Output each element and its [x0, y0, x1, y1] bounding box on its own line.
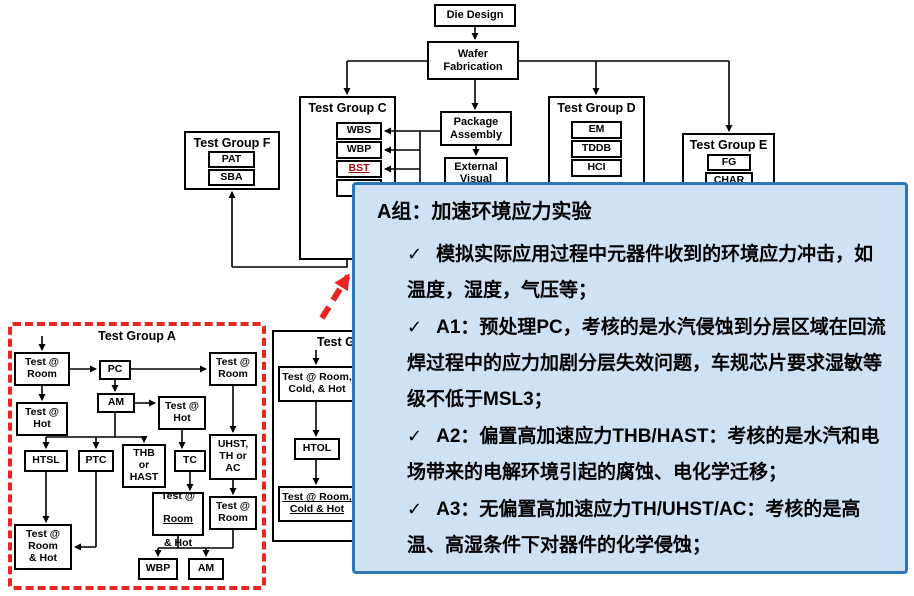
a-wbp: WBP	[138, 558, 178, 580]
a-trh1-line1: Test @	[161, 489, 195, 502]
package-assembly-box: Package Assembly	[440, 111, 512, 146]
a-trh1-line2: Room	[163, 513, 193, 525]
check-icon: ✓	[407, 317, 423, 337]
a-test-room-1: Test @ Room	[14, 352, 70, 386]
b-test-room-cold-hot-2: Test @ Room, Cold & Hot	[278, 486, 356, 522]
a-test-room-2: Test @ Room	[209, 352, 257, 386]
a-am-1: AM	[97, 393, 135, 413]
callout-bullet-2-text: A1：预处理PC，考核的是水汽侵蚀到分层区域在回流焊过程中的应力加剧分层失效问题…	[407, 317, 886, 410]
a-test-hot-1: Test @ Hot	[16, 402, 68, 436]
a-test-hot-2: Test @ Hot	[158, 396, 206, 430]
callout-title: A组：加速环境应力实验	[377, 201, 592, 223]
group-c-item-bst: BST	[336, 160, 382, 178]
a-ptc: PTC	[78, 450, 114, 472]
a-pc: PC	[99, 360, 131, 380]
check-icon: ✓	[407, 244, 423, 264]
group-e-title: Test Group E	[689, 138, 768, 152]
wafer-fabrication-box: Wafer Fabrication	[427, 41, 519, 80]
check-icon: ✓	[407, 426, 423, 446]
group-d-item-tddb: TDDB	[571, 140, 622, 158]
check-icon: ✓	[407, 499, 423, 519]
b-test-room-cold-hot-1: Test @ Room, Cold, & Hot	[278, 366, 356, 402]
group-f-item-sba: SBA	[208, 169, 255, 186]
callout-bullet-1-text: 模拟实际应用过程中元器件收到的环境应力冲击，如温度，湿度，气压等；	[407, 244, 874, 301]
callout-bullet-3: ✓A2：偏置高加速应力THB/HAST：考核的是水汽和电场带来的电解环境引起的腐…	[407, 418, 889, 491]
group-a-title: Test Group A	[98, 329, 176, 343]
group-e-item-fg: FG	[707, 154, 751, 171]
group-c-title: Test Group C	[308, 101, 387, 115]
callout-bullet-list: ✓模拟实际应用过程中元器件收到的环境应力冲击，如温度，湿度，气压等； ✓A1：预…	[377, 236, 889, 564]
group-f-title: Test Group F	[193, 136, 271, 150]
a-htsl: HTSL	[24, 450, 68, 472]
group-f-item-pat: PAT	[208, 151, 255, 168]
a-tc: TC	[174, 450, 206, 472]
callout-bullet-4: ✓A3：无偏置高加速应力TH/UHST/AC：考核的是高温、高湿条件下对器件的化…	[407, 491, 889, 564]
callout-bullet-4-text: A3：无偏置高加速应力TH/UHST/AC：考核的是高温、高湿条件下对器件的化学…	[407, 499, 861, 556]
b-htol: HTOL	[294, 438, 340, 460]
a-test-room-3: Test @ Room	[209, 496, 257, 530]
callout-bullet-3-text: A2：偏置高加速应力THB/HAST：考核的是水汽和电场带来的电解环境引起的腐蚀…	[407, 426, 880, 483]
a-trh1-line3: & Hot	[164, 536, 192, 549]
a-am-2: AM	[188, 558, 224, 580]
group-c-item-wbs: WBS	[336, 122, 382, 140]
callout-bullet-1: ✓模拟实际应用过程中元器件收到的环境应力冲击，如温度，湿度，气压等；	[407, 236, 889, 309]
group-d-item-hci: HCI	[571, 159, 622, 177]
group-c-item-wbp: WBP	[336, 141, 382, 159]
group-d-title: Test Group D	[557, 101, 636, 115]
a-test-room-hot-1: Test @ Room & Hot	[152, 489, 204, 548]
callout-bullet-2: ✓A1：预处理PC，考核的是水汽侵蚀到分层区域在回流焊过程中的应力加剧分层失效问…	[407, 309, 889, 418]
a-uhst-th-ac: UHST, TH or AC	[209, 434, 257, 480]
callout-panel: A组：加速环境应力实验 ✓模拟实际应用过程中元器件收到的环境应力冲击，如温度，湿…	[352, 182, 908, 574]
group-d-item-em: EM	[571, 121, 622, 139]
die-design-box: Die Design	[434, 4, 516, 27]
a-thb-hast: THB or HAST	[122, 444, 166, 488]
a-test-room-hot-2: Test @ Room & Hot	[14, 524, 72, 570]
